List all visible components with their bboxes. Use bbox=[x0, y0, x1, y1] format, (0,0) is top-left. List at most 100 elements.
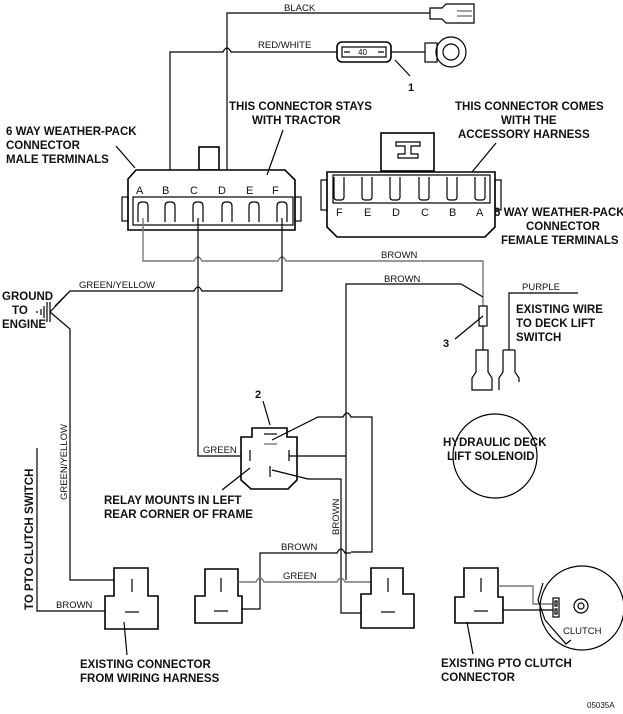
male-pin-label: E bbox=[246, 185, 253, 197]
callout-1: 1 bbox=[408, 82, 414, 94]
label-existing-wire: EXISTING WIRE TO DECK LIFT SWITCH bbox=[516, 304, 603, 344]
svg-text:FROM WIRING HARNESS: FROM WIRING HARNESS bbox=[80, 673, 220, 685]
male-pin-label: F bbox=[272, 185, 279, 197]
female-pin-label: F bbox=[336, 207, 343, 219]
female-spade-purple bbox=[498, 349, 520, 390]
male-pin-labels: A B C D E F bbox=[136, 185, 279, 197]
svg-text:HYDRAULIC DECK: HYDRAULIC DECK bbox=[443, 437, 547, 449]
svg-text:TO DECK LIFT: TO DECK LIFT bbox=[516, 318, 595, 330]
female-pin-label: D bbox=[392, 207, 400, 219]
wire-brown-pto bbox=[36, 448, 105, 612]
wire-red-white bbox=[169, 47, 337, 205]
male-pin bbox=[221, 201, 233, 222]
svg-text:ACCESSORY HARNESS: ACCESSORY HARNESS bbox=[458, 129, 590, 141]
fuse-value: 40 bbox=[358, 48, 367, 57]
label-female-connector: 6 WAY WEATHER-PACK CONNECTOR FEMALE TERM… bbox=[494, 207, 623, 247]
leader-relay bbox=[221, 467, 251, 491]
label-male-connector: 6 WAY WEATHER-PACK CONNECTOR MALE TERMIN… bbox=[6, 126, 137, 166]
wire-label-green-yellow-h: GREEN/YELLOW bbox=[79, 280, 155, 291]
male-pins bbox=[137, 201, 288, 222]
male-pin bbox=[137, 201, 149, 222]
female-pin bbox=[446, 177, 458, 201]
svg-text:FEMALE TERMINALS: FEMALE TERMINALS bbox=[501, 235, 619, 247]
svg-text:LIFT SOLENOID: LIFT SOLENOID bbox=[447, 451, 535, 463]
clutch-label: CLUTCH bbox=[563, 626, 602, 637]
label-relay: RELAY MOUNTS IN LEFT REAR CORNER OF FRAM… bbox=[104, 495, 253, 521]
wire-brown-bottom bbox=[241, 548, 351, 610]
svg-text:CONNECTOR: CONNECTOR bbox=[441, 672, 516, 684]
wire-brown-top bbox=[142, 218, 484, 306]
female-pin bbox=[418, 177, 430, 201]
svg-text:THIS CONNECTOR STAYS: THIS CONNECTOR STAYS bbox=[229, 101, 372, 113]
wire-green-bottom bbox=[238, 577, 371, 583]
wire-label-brown-pto: BROWN bbox=[56, 600, 93, 611]
wire-label-green-yellow-v: GREEN/YELLOW bbox=[59, 424, 70, 500]
pto-clutch: CLUTCH bbox=[537, 565, 623, 651]
male-pin-label: D bbox=[218, 185, 226, 197]
leader-male-connector bbox=[115, 145, 136, 169]
svg-text:CONNECTOR: CONNECTOR bbox=[526, 221, 601, 233]
wire-relay-top bbox=[271, 412, 373, 553]
female-pin-label: C bbox=[421, 207, 429, 219]
leader-comes-with-harness bbox=[471, 142, 497, 173]
label-comes-with-harness: THIS CONNECTOR COMES WITH THE ACCESSORY … bbox=[455, 101, 604, 141]
male-pin-label: B bbox=[162, 185, 169, 197]
female-pin-labels: F E D C B A bbox=[336, 207, 484, 219]
label-to-pto-switch: TO PTO CLUTCH SWITCH bbox=[24, 469, 36, 610]
male-pin bbox=[192, 201, 204, 222]
female-pin bbox=[361, 177, 373, 201]
wire-brown-second bbox=[345, 283, 484, 580]
wire-label-brown-vertical: BROWN bbox=[331, 498, 342, 535]
svg-text:REAR CORNER OF FRAME: REAR CORNER OF FRAME bbox=[104, 509, 253, 521]
leader-existing-pto bbox=[466, 621, 474, 655]
leader-stays-with-tractor bbox=[266, 129, 284, 176]
female-pin bbox=[389, 177, 401, 201]
label-ground: GROUND TO ENGINE bbox=[2, 291, 53, 331]
wire-label-brown-second: BROWN bbox=[384, 274, 421, 285]
figure-id: 05035A bbox=[587, 701, 615, 710]
wire-label-green-relay: GREEN bbox=[203, 445, 237, 456]
female-weather-pack-connector bbox=[320, 132, 502, 238]
svg-text:MALE TERMINALS: MALE TERMINALS bbox=[6, 154, 109, 166]
svg-text:CONNECTOR: CONNECTOR bbox=[6, 140, 81, 152]
ground-symbol bbox=[36, 290, 114, 581]
male-pin-label: C bbox=[190, 185, 198, 197]
wire-black bbox=[226, 12, 430, 205]
female-pin bbox=[333, 177, 345, 201]
svg-text:TO: TO bbox=[12, 305, 28, 317]
wire-green-yellow bbox=[54, 218, 283, 307]
wire-label-brown-top: BROWN bbox=[381, 250, 418, 261]
male-weather-pack-connector bbox=[121, 146, 302, 231]
svg-text:WITH TRACTOR: WITH TRACTOR bbox=[252, 115, 341, 127]
fuse-40: 40 bbox=[336, 41, 392, 63]
female-pins bbox=[333, 177, 486, 201]
label-stays-with-tractor: THIS CONNECTOR STAYS WITH TRACTOR bbox=[229, 101, 372, 127]
svg-text:SWITCH: SWITCH bbox=[516, 332, 561, 344]
svg-text:GROUND: GROUND bbox=[2, 291, 53, 303]
wire-purple bbox=[508, 292, 578, 350]
label-hydraulic: HYDRAULIC DECK LIFT SOLENOID bbox=[443, 437, 547, 463]
svg-text:EXISTING CONNECTOR: EXISTING CONNECTOR bbox=[80, 659, 211, 671]
wire-label-black: BLACK bbox=[284, 3, 316, 14]
svg-text:ENGINE: ENGINE bbox=[2, 319, 46, 331]
svg-text:THIS CONNECTOR COMES: THIS CONNECTOR COMES bbox=[455, 101, 604, 113]
female-pin-label: E bbox=[364, 207, 371, 219]
wire-label-red-white: RED/WHITE bbox=[258, 40, 311, 51]
callout-2: 2 bbox=[255, 389, 261, 401]
hydraulic-solenoid bbox=[452, 413, 538, 499]
svg-text:6 WAY WEATHER-PACK: 6 WAY WEATHER-PACK bbox=[494, 207, 623, 219]
relay bbox=[240, 427, 298, 490]
female-spade-brown bbox=[471, 349, 493, 391]
callout-1-leader bbox=[394, 59, 411, 77]
female-pin-label: A bbox=[476, 207, 484, 219]
callout-2-leader bbox=[262, 400, 271, 426]
wire-label-purple: PURPLE bbox=[522, 282, 560, 293]
svg-text:6 WAY WEATHER-PACK: 6 WAY WEATHER-PACK bbox=[6, 126, 137, 138]
female-pin bbox=[474, 177, 486, 201]
callout-3: 3 bbox=[443, 338, 449, 350]
spade-terminal bbox=[429, 3, 475, 24]
leader-existing-connector bbox=[123, 621, 128, 656]
male-pin-label: A bbox=[136, 185, 144, 197]
